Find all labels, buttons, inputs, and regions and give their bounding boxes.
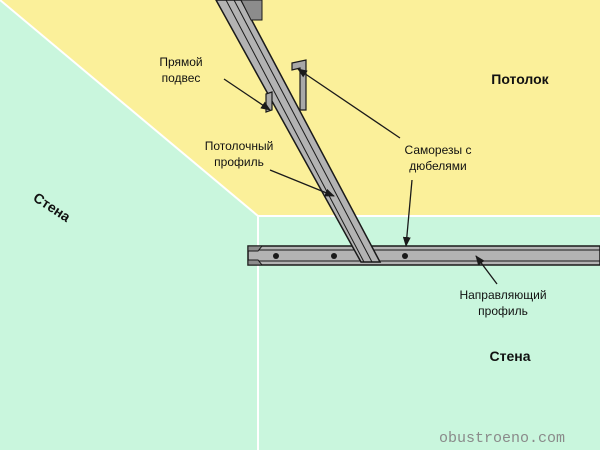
arrow-screw-guide [402,179,413,247]
arrow-direct-hanger [223,78,271,111]
ceiling-label: Потолок [491,71,549,87]
ceiling-profile-label-line2: профиль [214,155,264,169]
screw-3 [402,253,408,259]
arrow-guide-profile [475,255,498,285]
arrow-screw-hanger [297,68,401,139]
arrow-ceiling-profile [269,169,335,197]
screw-2 [331,253,337,259]
guide-profile-label-line1: Направляющий [459,288,546,302]
screws-label-line2: дюбелями [409,159,466,173]
direct-hanger-label-line2: подвес [162,71,201,85]
left-wall-surface [0,0,258,450]
screw-1 [273,253,279,259]
ceiling-profile [215,0,382,263]
guide-profile [247,245,600,266]
ceiling-wall-edge [0,0,259,217]
direct-hanger-label-line1: Прямой [159,55,202,69]
ceiling-profile-label-line1: Потолочный [205,139,274,153]
right-wall-label: Стена [490,348,531,364]
screws-label-line1: Саморезы с [405,143,472,157]
guide-profile-label-line2: профиль [478,304,528,318]
watermark: obustroeno.com [439,430,565,447]
